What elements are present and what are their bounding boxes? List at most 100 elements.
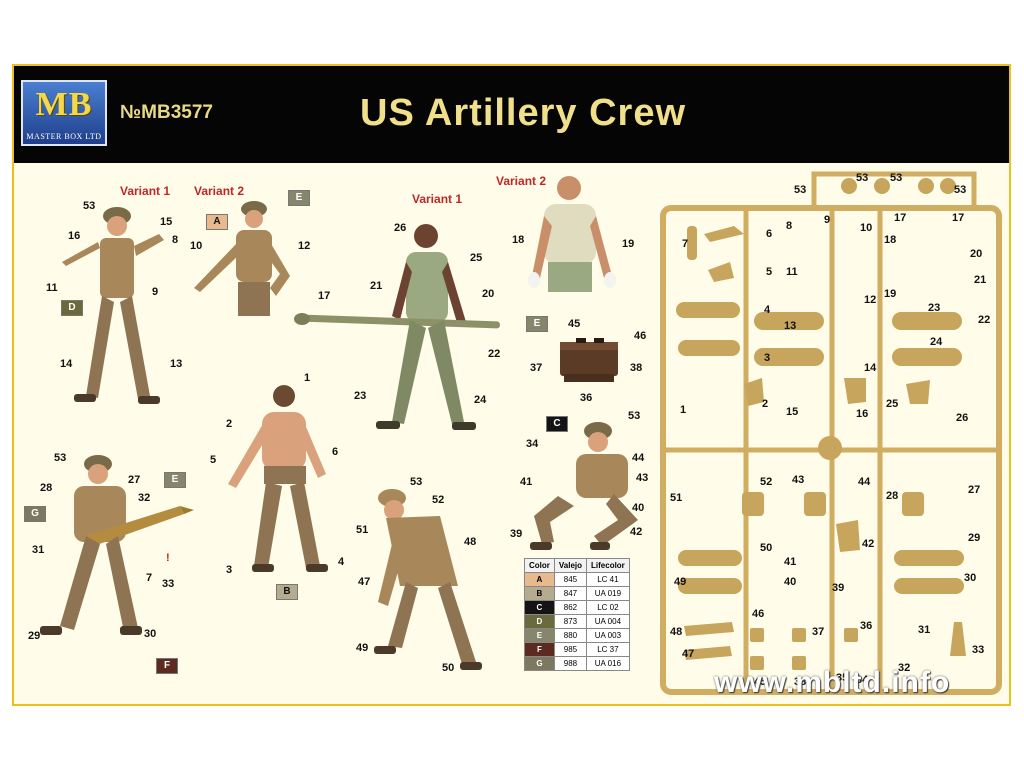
sprue-label: 31	[918, 624, 931, 636]
swatch-F: F	[156, 658, 178, 674]
part-label: 33	[162, 578, 175, 590]
part-label: 26	[394, 222, 407, 234]
sprue-label: 21	[974, 274, 987, 286]
table-row: D 873 UA 004	[524, 614, 630, 629]
part-label: 13	[170, 358, 183, 370]
part-label: 36	[580, 392, 593, 404]
lifecolor-code: UA 019	[586, 586, 630, 601]
figure-3	[228, 385, 328, 572]
part-label: 53	[628, 410, 641, 422]
valejo-code: 985	[553, 642, 588, 657]
sprue-label: 35	[836, 672, 849, 684]
figures-illustration	[40, 171, 1002, 695]
figure-4	[40, 455, 194, 635]
part-label: 37	[530, 362, 543, 374]
sprue-label: 53	[954, 184, 967, 196]
logo-letters: MB	[35, 86, 93, 123]
sprue-label: 9	[824, 214, 831, 226]
sprue-label: 53	[794, 184, 807, 196]
lifecolor-code: LC 37	[586, 642, 630, 657]
sprue-label: 29	[968, 532, 981, 544]
part-label: 15	[160, 216, 173, 228]
sprue-label: 1	[680, 404, 687, 416]
part-label: 2	[226, 418, 233, 430]
sprue-label: 43	[792, 474, 805, 486]
part-label: 41	[520, 476, 533, 488]
color-table-header-cell: Lifecolor	[586, 558, 630, 573]
sprue-label: 34	[856, 674, 869, 686]
part-label: 42	[630, 526, 643, 538]
sprue-label: 50	[760, 542, 773, 554]
valejo-code: 988	[553, 656, 588, 671]
table-row: F 985 LC 37	[524, 642, 630, 657]
sprue-label: 27	[968, 484, 981, 496]
valejo-code: 845	[553, 572, 588, 587]
color-code: G	[524, 656, 555, 671]
sprue-label: 46	[752, 608, 765, 620]
sprue-label: 13	[784, 320, 797, 332]
color-code: A	[524, 572, 555, 587]
color-code: B	[524, 586, 555, 601]
valejo-code: 847	[553, 586, 588, 601]
part-label: 44	[632, 452, 645, 464]
swatch-E-crate: E	[526, 316, 548, 332]
part-label: 30	[144, 628, 157, 640]
sprue-label: 38	[794, 676, 807, 688]
sprue-label: 25	[886, 398, 899, 410]
sprue-label: 14	[864, 362, 877, 374]
part-label: 14	[60, 358, 73, 370]
part-label: 29	[28, 630, 41, 642]
instruction-sheet: MB MASTER BOX LTD №MB3577 US Artillery C…	[12, 64, 1011, 706]
lifecolor-code: UA 003	[586, 628, 630, 643]
valejo-code: 880	[553, 628, 588, 643]
sprue-label: 18	[884, 234, 897, 246]
sprue-label: 36	[860, 620, 873, 632]
figure-2-variant-2	[528, 176, 616, 292]
table-row: A 845 LC 41	[524, 572, 630, 587]
part-label: 39	[510, 528, 523, 540]
sprue-label: 23	[928, 302, 941, 314]
sprue-label: 11	[786, 266, 798, 278]
part-label: 24	[474, 394, 487, 406]
sprue-label: 10	[860, 222, 873, 234]
sprue-label: 49	[674, 576, 687, 588]
sprue-label: 2	[762, 398, 769, 410]
sprue-label: 19	[884, 288, 897, 300]
part-label: 27	[128, 474, 141, 486]
sprue-label: 40	[784, 576, 797, 588]
sprue-label: 42	[862, 538, 875, 550]
table-row: G 988 UA 016	[524, 656, 630, 671]
table-row: E 880 UA 003	[524, 628, 630, 643]
table-row: B 847 UA 019	[524, 586, 630, 601]
page-title: US Artillery Crew	[360, 92, 687, 134]
sprue-label: 22	[978, 314, 991, 326]
sprue-label: 41	[784, 556, 797, 568]
sprue-label: 53	[890, 172, 903, 184]
variant-label-figure-1-v1: Variant 1	[120, 184, 171, 198]
sprue-label: 45	[754, 676, 767, 688]
title-banner: MB MASTER BOX LTD №MB3577 US Artillery C…	[14, 66, 1009, 163]
part-label: 43	[636, 472, 649, 484]
part-label: 52	[432, 494, 445, 506]
lifecolor-code: LC 02	[586, 600, 630, 615]
valejo-code: 873	[553, 614, 588, 629]
lifecolor-code: UA 016	[586, 656, 630, 671]
sprue-label: 5	[766, 266, 773, 278]
sprue-label: 37	[812, 626, 825, 638]
color-table-header-cell: Valejo	[553, 558, 588, 573]
figure-5	[530, 422, 638, 550]
part-label: 23	[354, 390, 367, 402]
part-label: 28	[40, 482, 53, 494]
part-label: 12	[298, 240, 311, 252]
catalog-number: №MB3577	[120, 102, 213, 123]
part-label: 47	[358, 576, 371, 588]
sprue-label: 20	[970, 248, 983, 260]
lifecolor-code: LC 41	[586, 572, 630, 587]
figure-2	[294, 224, 500, 430]
sprue-label: 7	[682, 238, 689, 250]
part-label: 25	[470, 252, 483, 264]
sprue-label: 48	[670, 626, 683, 638]
sprue-parts	[676, 178, 966, 670]
sprue-label: 26	[956, 412, 969, 424]
part-label: 17	[318, 290, 331, 302]
